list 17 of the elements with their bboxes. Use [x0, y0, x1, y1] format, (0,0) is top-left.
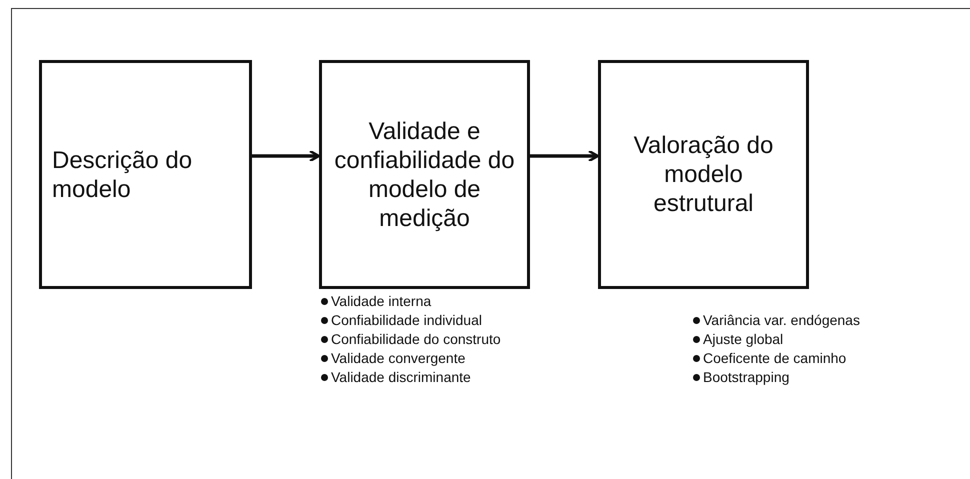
box-title: Valoração do modelo estrutural: [632, 131, 774, 218]
list-item: Coeficente de caminho: [703, 349, 846, 368]
list-item: Validade interna: [331, 292, 432, 311]
process-box: [598, 60, 809, 289]
list-item: Ajuste global: [703, 330, 784, 349]
list-item: Validade discriminante: [331, 368, 471, 387]
list-item: Variância var. endógenas: [703, 311, 860, 330]
arrow: [252, 150, 320, 162]
box-title: Validade e confiabilidade do modelo de medição: [333, 116, 516, 232]
process-box: [319, 60, 530, 289]
list-item: Confiabilidade individual: [331, 311, 482, 330]
list-item: Validade convergente: [331, 349, 466, 368]
process-box: [39, 60, 252, 289]
box-title: Descrição do modelo: [51, 146, 194, 204]
list-item: Confiabilidade do construto: [331, 330, 501, 349]
arrow: [530, 150, 600, 162]
list-item: Bootstrapping: [703, 368, 790, 387]
